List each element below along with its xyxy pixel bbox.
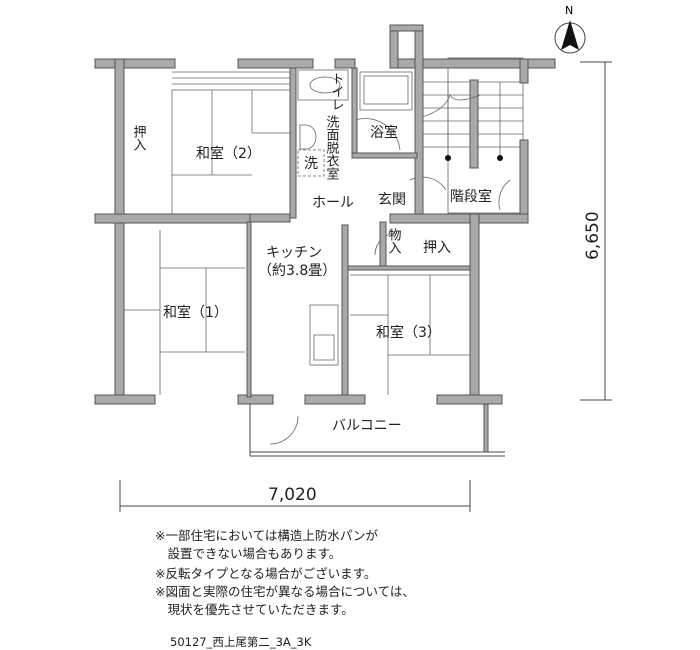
label-balcony: バルコニー [332,418,402,434]
north-arrow-icon: N [554,4,586,54]
label-kitchen: キッチン [266,245,322,261]
note-line: ※図面と実際の住宅が異なる場合については、 [155,584,415,599]
sink-counter [309,304,339,366]
staircase [421,57,524,214]
label-bath: 浴室 [370,124,398,141]
label-oshiire-right: 押入 [423,240,451,256]
label-kitchen-size: （約3.8畳） [258,263,336,279]
label-oshiire-left: 押入 [131,125,147,151]
label-stairs: 階段室 [450,188,492,205]
label-toilet: トイレ [329,72,344,111]
sink-icon [313,334,335,361]
fixtures [269,69,511,445]
toilet-icon [309,76,341,94]
bathtub-icon [359,71,413,111]
width-dimension: 7,020 [268,485,317,505]
balcony-door-swing [269,415,299,445]
room-labels: 押入 和室（2） トイレ 洗面脱衣室 洗 浴室 ホール 玄関 階段室 キッチン … [131,72,493,434]
note-line: ※反転タイプとなる場合がございます。 [155,566,377,581]
tatami-lines [123,71,470,395]
dimension-lines: 7,020 6,650 [119,61,612,512]
north-label: N [565,4,573,17]
label-washitsu-2: 和室（2） [196,145,261,162]
note-line: ※一部住宅においては構造上防水パンが [155,528,378,543]
label-washer: 洗 [304,156,318,172]
walls [94,24,556,457]
label-genkan: 玄関 [378,191,406,208]
depth-dimension: 6,650 [583,211,603,260]
label-monoire: 物入 [386,228,402,254]
label-washitsu-3: 和室（3） [376,324,441,341]
plan-code: 50127_西上尾第二_3A_3K [170,635,312,649]
washer-area [297,149,325,177]
washbasin-icon [299,124,317,150]
label-washitsu-1: 和室（1） [163,304,228,321]
note-line: 設置できない場合もあります。 [155,546,342,561]
note-line: 現状を優先させていただきます。 [155,602,354,617]
label-senmen: 洗面脱衣室 [324,115,340,180]
label-hall: ホール [312,195,354,211]
